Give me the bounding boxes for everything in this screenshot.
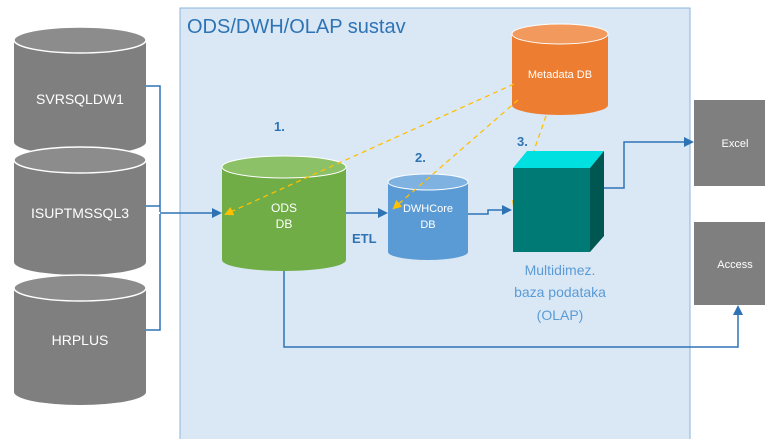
metadata-db: Metadata DB bbox=[511, 23, 609, 115]
olap-caption-1: Multidimez. bbox=[525, 262, 596, 278]
output-label: Excel bbox=[722, 138, 749, 150]
dwh-to-olap-arrow bbox=[468, 205, 512, 215]
output-access: Access bbox=[694, 222, 765, 305]
olap-caption-2: baza podataka bbox=[514, 284, 606, 300]
ods-to-access-arrow bbox=[283, 271, 743, 348]
ods-db: ODS DB bbox=[221, 155, 347, 271]
step-2-label: 2. bbox=[415, 150, 426, 165]
step-3-label: 3. bbox=[517, 134, 528, 149]
ods-label-2: DB bbox=[276, 217, 293, 231]
olap-caption-3: (OLAP) bbox=[537, 307, 584, 323]
output-excel: Excel bbox=[694, 100, 765, 186]
dwhcore-db: DWHCore DB bbox=[387, 173, 469, 260]
source-label: HRPLUS bbox=[52, 332, 109, 348]
source-db-isuptmssql3: ISUPTMSSQL3 bbox=[13, 146, 147, 275]
dwh-label-2: DB bbox=[420, 219, 435, 231]
output-label: Access bbox=[717, 259, 753, 271]
source-label: ISUPTMSSQL3 bbox=[31, 205, 129, 221]
metadata-label: Metadata DB bbox=[528, 69, 592, 81]
etl-label: ETL bbox=[352, 231, 377, 246]
source-connectors bbox=[146, 85, 222, 331]
ods-label-1: ODS bbox=[271, 201, 297, 215]
olap-to-excel-arrow bbox=[604, 137, 694, 189]
system-title: ODS/DWH/OLAP sustav bbox=[187, 16, 406, 38]
olap-cube bbox=[513, 151, 604, 252]
source-db-hrplus: HRPLUS bbox=[13, 274, 147, 405]
source-label: SVRSQLDW1 bbox=[36, 91, 124, 107]
source-db-svrsqldw1: SVRSQLDW1 bbox=[13, 26, 147, 155]
step-1-label: 1. bbox=[274, 119, 285, 134]
dwh-label-1: DWHCore bbox=[403, 203, 453, 215]
